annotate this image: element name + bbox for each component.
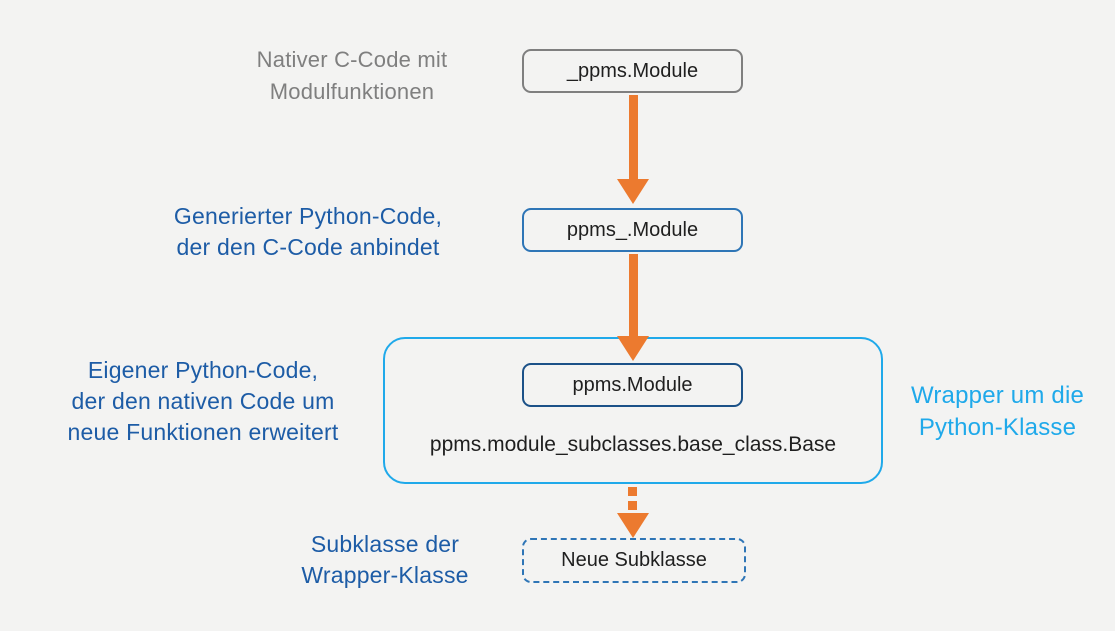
arrow-native-to-generated-head <box>617 179 649 204</box>
arrow-wrapper-to-subclass-dash1 <box>628 487 637 496</box>
node-generated-module-label: ppms_.Module <box>566 218 699 241</box>
node-generated-module: ppms_.Module <box>522 208 743 252</box>
node-new-subclass: Neue Subklasse <box>522 538 746 583</box>
label-own-python-line3: neue Funktionen erweitert <box>67 419 339 445</box>
label-generated-python: Generierter Python-Code, der den C-Code … <box>128 201 488 263</box>
label-native-c-code-line1: Nativer C-Code mit <box>256 47 448 72</box>
label-subclass-line1: Subklasse der <box>310 531 460 557</box>
label-generated-python-line1: Generierter Python-Code, <box>173 203 443 229</box>
arrow-wrapper-to-subclass-dash2 <box>628 501 637 510</box>
arrow-wrapper-to-subclass-head <box>617 513 649 538</box>
base-class-path-label: ppms.module_subclasses.base_class.Base <box>429 433 837 456</box>
label-subclass: Subklasse der Wrapper-Klasse <box>235 529 535 591</box>
node-wrapper-module: ppms.Module <box>522 363 743 407</box>
label-wrapper-class-line2: Python-Klasse <box>918 414 1077 441</box>
node-wrapper-module-label: ppms.Module <box>572 373 693 396</box>
node-new-subclass-label: Neue Subklasse <box>561 549 707 571</box>
label-own-python: Eigener Python-Code, der den nativen Cod… <box>23 355 383 448</box>
label-subclass-line2: Wrapper-Klasse <box>301 562 469 588</box>
label-generated-python-line2: der den C-Code anbindet <box>176 234 440 260</box>
arrow-generated-to-wrapper-shaft <box>629 254 638 336</box>
node-native-module-label: _ppms.Module <box>566 59 699 82</box>
arrow-generated-to-wrapper-head <box>617 336 649 361</box>
arrow-native-to-generated-shaft <box>629 95 638 180</box>
base-class-path: ppms.module_subclasses.base_class.Base <box>383 433 883 457</box>
label-own-python-line2: der den nativen Code um <box>71 388 335 414</box>
label-own-python-line1: Eigener Python-Code, <box>87 357 319 383</box>
label-native-c-code-line2: Modulfunktionen <box>269 79 435 104</box>
label-wrapper-class: Wrapper um die Python-Klasse <box>880 380 1115 444</box>
label-native-c-code: Nativer C-Code mit Modulfunktionen <box>172 44 532 108</box>
label-wrapper-class-line1: Wrapper um die <box>910 382 1085 409</box>
node-native-module: _ppms.Module <box>522 49 743 93</box>
